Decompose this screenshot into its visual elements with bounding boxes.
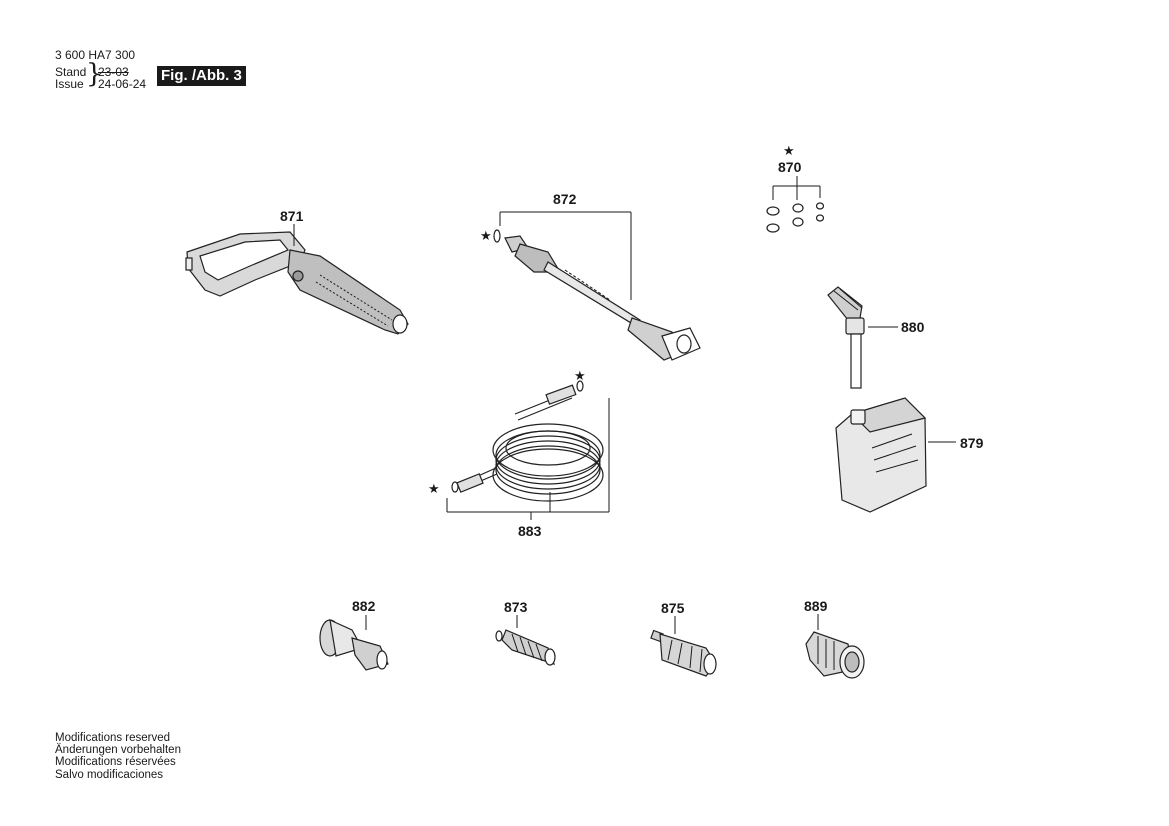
part-label-873: 873 <box>504 599 528 615</box>
part-label-870: 870 <box>778 159 802 175</box>
turbo-nozzle-drawing <box>650 629 717 677</box>
figure-label: Fig. /Abb. 3 <box>157 66 246 86</box>
star-icon: ★ <box>783 143 795 158</box>
issue-label: Issue <box>55 77 84 91</box>
star-icon: ★ <box>480 228 492 243</box>
detergent-cap-drawing <box>827 286 865 389</box>
spray-lance-drawing <box>493 229 701 361</box>
star-icon: ★ <box>574 368 586 383</box>
trigger-gun-drawing <box>185 231 409 335</box>
stand-date: 23-03 <box>98 65 129 79</box>
notice-en: Modifications reserved <box>55 732 171 744</box>
document-number: 3 600 HA7 300 <box>55 48 136 62</box>
fan-nozzle-drawing <box>495 629 556 666</box>
part-label-889: 889 <box>804 598 828 614</box>
star-icon: ★ <box>428 481 440 496</box>
part-label-879: 879 <box>960 435 984 451</box>
part-label-880: 880 <box>901 319 925 335</box>
leader-lines <box>293 176 956 634</box>
part-label-872: 872 <box>553 191 577 207</box>
part-label-871: 871 <box>280 208 304 224</box>
notice-de: Änderungen vorbehalten <box>55 744 181 757</box>
o-ring-set-drawing <box>766 202 825 233</box>
detergent-tank-drawing <box>835 397 927 513</box>
part-label-883: 883 <box>518 523 542 539</box>
part-label-882: 882 <box>352 598 376 614</box>
modifications-notice: Modifications reserved Änderungen vorbeh… <box>55 732 181 781</box>
issue-date: 24-06-24 <box>98 77 147 91</box>
notice-fr: Modifications réservées <box>55 756 176 769</box>
notice-es: Salvo modificaciones <box>55 768 164 781</box>
brace-icon: } <box>86 59 103 89</box>
quick-connector-drawing <box>805 631 865 679</box>
stand-label: Stand <box>55 65 87 79</box>
adapter-nozzle-drawing <box>319 618 389 671</box>
high-pressure-hose-drawing <box>451 380 604 502</box>
part-label-875: 875 <box>661 600 685 616</box>
